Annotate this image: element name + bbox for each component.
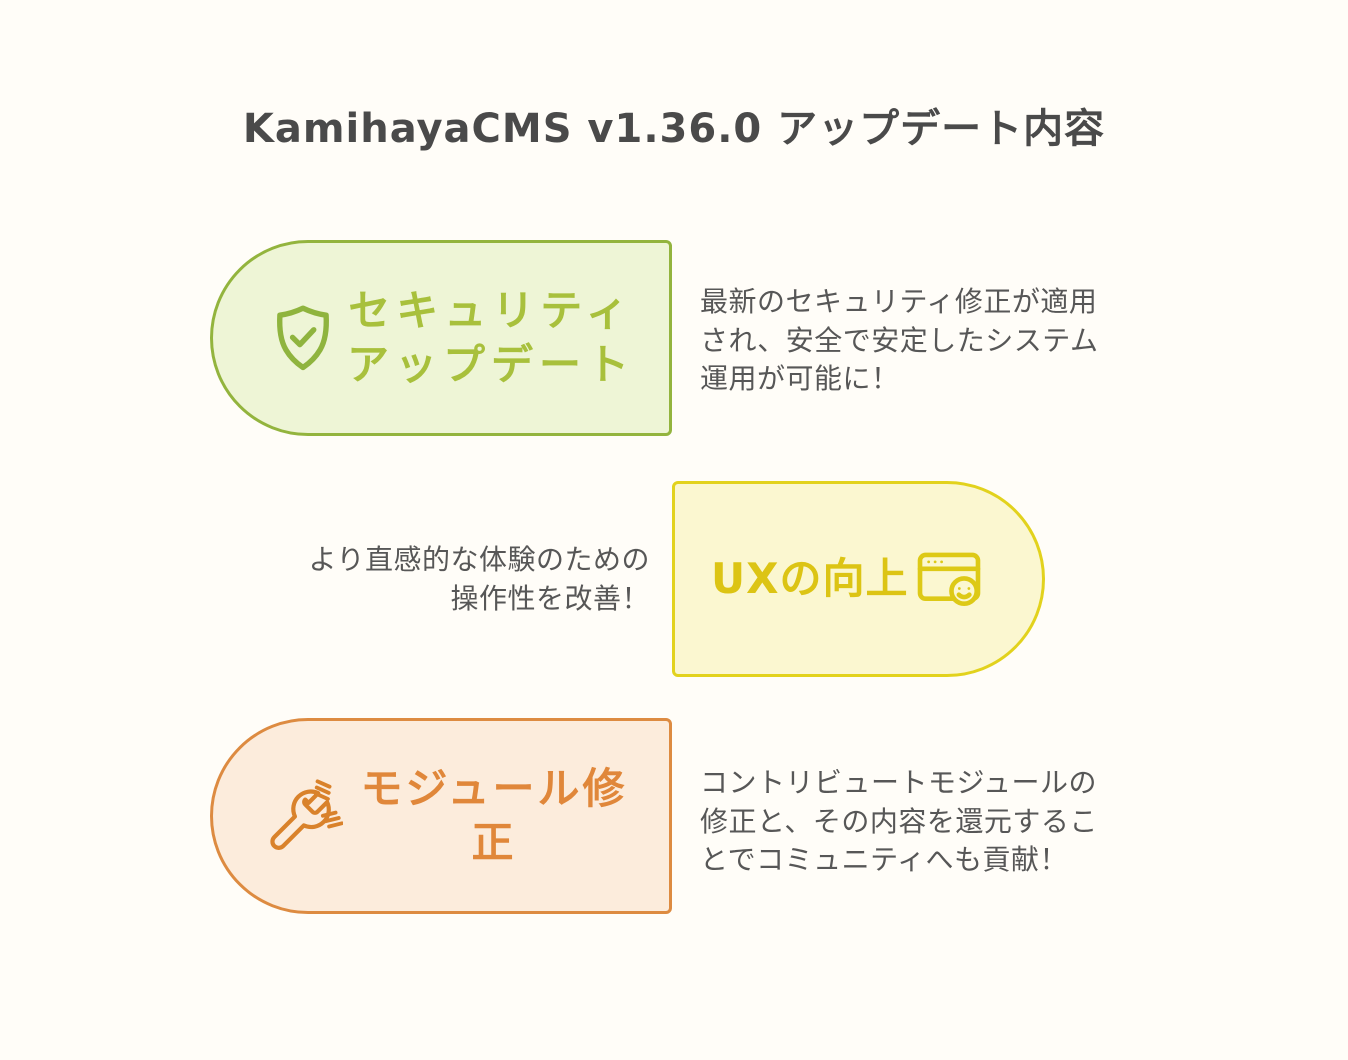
shield-check-icon: [265, 300, 341, 376]
card-label-security: セキュリティ アップデート: [341, 284, 641, 392]
card-label-ux: UXの向上: [711, 552, 909, 606]
description-line: 最新のセキュリティ修正が適用: [700, 285, 1098, 318]
card-label-line: UXの向上: [711, 554, 909, 603]
description-line: コントリビュートモジュールの: [700, 766, 1098, 799]
card-ux-improvement: UXの向上: [672, 481, 1045, 677]
description-line: 修正と、その内容を還元するこ: [700, 804, 1098, 838]
description-line: より直感的な体験のための: [308, 543, 650, 576]
description-line: 運用が可能に！: [700, 362, 900, 395]
card-label-module: モジュール修正: [343, 762, 645, 870]
card-label-line: モジュール修正: [360, 764, 628, 867]
page-title: KamihayaCMS v1.36.0 アップデート内容: [242, 106, 1106, 152]
description-security: 最新のセキュリティ修正が適用 され、安全で安定したシステム 運用が可能に！: [700, 283, 1170, 399]
card-module-fixes: モジュール修正: [210, 718, 672, 914]
card-label-line: アップデート: [346, 340, 635, 389]
description-module: コントリビュートモジュールの 修正と、その内容を還元するこ とでコミュニティへも…: [700, 764, 1170, 880]
browser-smiley-icon: [912, 542, 986, 616]
description-line: 操作性を改善！: [450, 581, 650, 615]
wrench-screws-icon: [259, 774, 343, 858]
card-label-line: セキュリティ: [348, 286, 634, 335]
description-ux: より直感的な体験のための 操作性を改善！: [225, 541, 650, 618]
card-security-update: セキュリティ アップデート: [210, 240, 672, 436]
description-line: とでコミュニティへも貢献！: [700, 843, 1068, 876]
description-line: され、安全で安定したシステム: [700, 323, 1099, 357]
